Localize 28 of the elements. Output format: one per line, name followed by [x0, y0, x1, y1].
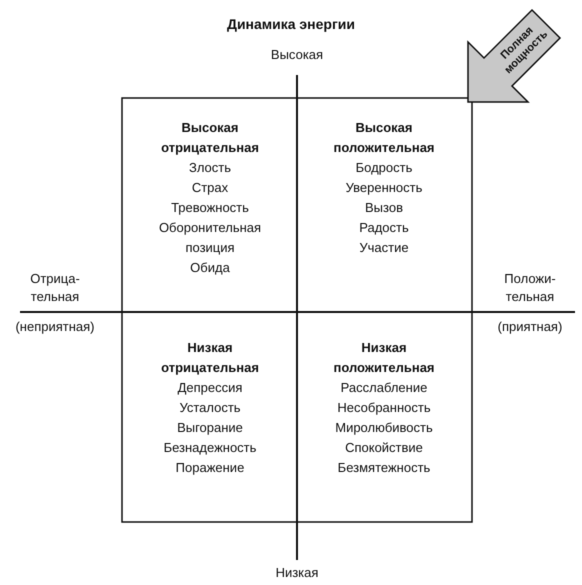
emotion-text: Уверенность	[346, 179, 422, 197]
quadrant-heading: Низкая отрицательная	[160, 339, 260, 377]
quadrant-heading: Низкая положительная	[332, 339, 436, 377]
axis-label: Низкая	[274, 564, 320, 582]
emotion-text: Спокойствие	[345, 439, 423, 457]
emotion-text: Безнадежность	[164, 439, 256, 457]
emotion-text: Несобранность	[337, 399, 431, 417]
emotion-text: Радость	[359, 219, 409, 237]
quadrant-heading: Высокая положительная	[332, 119, 436, 157]
axis-label: Положи- тельная (приятная)	[496, 270, 564, 336]
axis-label: Высокая	[270, 46, 324, 64]
quadrant-heading: Высокая отрицательная	[160, 119, 260, 157]
emotion-text: Поражение	[176, 459, 244, 477]
emotion-text: Вызов	[365, 199, 403, 217]
emotion-text: Безмятежность	[338, 459, 430, 477]
emotion-text: Расслабление	[340, 379, 428, 397]
emotion-text: Тревожность	[171, 199, 249, 217]
emotion-text: Страх	[192, 179, 228, 197]
emotion-text: Оборонительная позиция	[158, 219, 262, 257]
emotion-text: Усталость	[179, 399, 241, 417]
emotion-text: Депрессия	[178, 379, 242, 397]
axis-label: Отрица- тельная (неприятная)	[14, 270, 96, 336]
emotion-text: Выгорание	[177, 419, 243, 437]
emotion-text: Миролюбивость	[335, 419, 433, 437]
emotion-text: Участие	[359, 239, 409, 257]
emotion-text: Злость	[188, 159, 232, 177]
emotion-text: Обида	[190, 259, 230, 277]
emotion-text: Бодрость	[356, 159, 412, 177]
